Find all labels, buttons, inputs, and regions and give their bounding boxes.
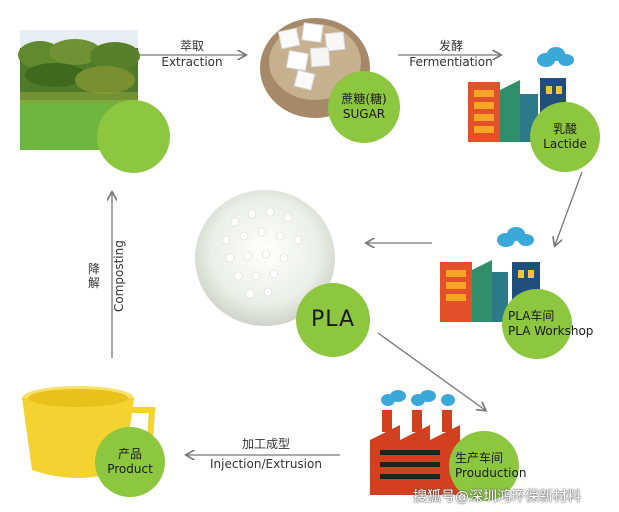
arrow-pla-to-production <box>377 332 485 410</box>
production-node: 生产车间 Prouduction <box>449 431 526 501</box>
pla-node: PLA <box>296 283 370 357</box>
sugar-node: 蔗糖(糖) SUGAR <box>328 71 400 143</box>
extraction-en: Extraction <box>161 55 223 70</box>
lactide-node: 乳酸 Lactide <box>530 102 600 172</box>
fermentation-en: Fermentiation <box>409 55 493 70</box>
extraction-zh: 萃取 <box>179 39 204 53</box>
composting-zh-label: 降解 <box>86 262 102 291</box>
composting-en: Composting <box>111 240 126 313</box>
composting-zh: 降解 <box>87 262 100 291</box>
injection-label: 加工成型 Injection/Extrusion <box>196 436 336 472</box>
lactide-label-en: Lactide <box>543 137 587 151</box>
production-label-en: Prouduction <box>455 466 527 480</box>
watermark: 搜狐号@深圳鸿环保新材料 <box>413 489 581 505</box>
lactide-label-zh: 乳酸 <box>552 122 577 136</box>
fermentation-label: 发酵 Fermentiation <box>400 38 502 70</box>
pla-label: PLA <box>310 307 356 333</box>
extraction-label: 萃取 Extraction <box>142 38 242 70</box>
arrow-lactide-to-workshop <box>555 171 583 245</box>
forest-circle <box>97 100 170 173</box>
product-label-zh: 产品 <box>117 447 142 461</box>
workshop-node: PLA车间 PLA Workshop <box>502 289 593 359</box>
injection-zh: 加工成型 <box>241 437 290 451</box>
fermentation-zh: 发酵 <box>438 39 463 53</box>
sugar-label-zh: 蔗糖(糖) <box>341 92 387 106</box>
sugar-label-en: SUGAR <box>342 107 386 121</box>
production-label-zh: 生产车间 <box>455 451 504 465</box>
product-label-en: Product <box>107 462 153 476</box>
product-node: 产品 Product <box>95 427 165 497</box>
injection-en: Injection/Extrusion <box>210 457 322 472</box>
composting-en-label: Composting <box>111 236 127 316</box>
workshop-label-en: PLA Workshop <box>508 324 594 338</box>
workshop-label-zh: PLA车间 <box>508 309 555 323</box>
